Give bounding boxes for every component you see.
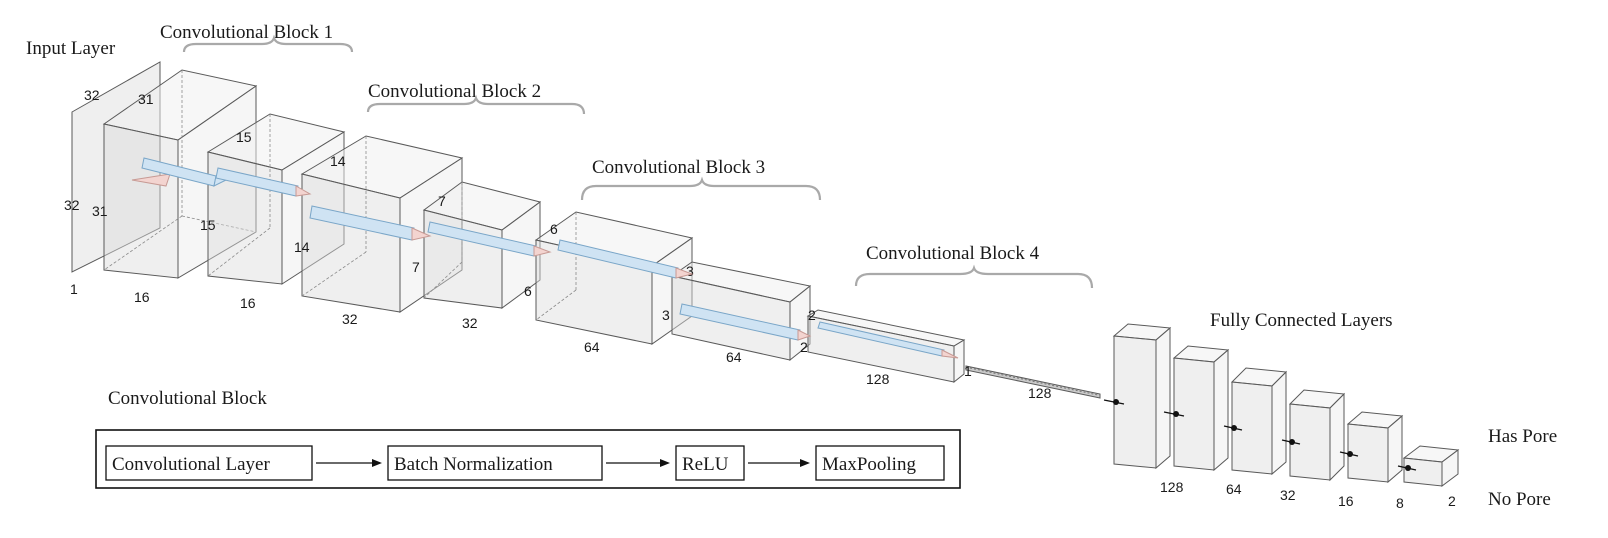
- legend-frame: [95, 429, 961, 489]
- fc-units-0: 128: [1160, 479, 1184, 495]
- block2-brace: [366, 94, 586, 115]
- block1-title: Convolutional Block 1: [160, 22, 333, 43]
- pool3-dim-top: 3: [686, 263, 694, 279]
- legend-step-relu: ReLU: [682, 454, 729, 475]
- kernel-marker-2: [215, 167, 312, 197]
- input-dim-side: 32: [64, 197, 80, 213]
- fc-title: Fully Connected Layers: [1210, 310, 1393, 331]
- conv3-volume: [534, 211, 694, 345]
- pool2-dim-depth: 32: [462, 315, 478, 331]
- legend-arrow-1: [316, 459, 382, 467]
- input-layer-title: Input Layer: [26, 38, 116, 59]
- fc-connector-2: [1223, 425, 1243, 431]
- conv1-dim-top: 31: [138, 91, 154, 107]
- fc-connector-3: [1281, 439, 1301, 445]
- fc-units-2: 32: [1280, 487, 1296, 503]
- conv1-dim-depth: 16: [134, 289, 150, 305]
- legend-step-conv: Convolutional Layer: [112, 454, 270, 475]
- output-no-pore: No Pore: [1488, 489, 1551, 510]
- legend-step-bn-box: [387, 445, 603, 481]
- pool3-dim-depth: 64: [726, 349, 742, 365]
- input-dim-depth: 1: [70, 281, 78, 297]
- conv2-dim-depth: 32: [342, 311, 358, 327]
- pool2-dim-side: 7: [412, 259, 420, 275]
- fc-connector-4: [1339, 451, 1359, 457]
- conv1-dim-side: 31: [92, 203, 108, 219]
- fc-layer-128: [1112, 323, 1172, 470]
- conv2-dim-top: 14: [330, 153, 346, 169]
- pool2-dim-top: 7: [438, 193, 446, 209]
- conv3-dim-side: 6: [524, 283, 532, 299]
- kernel-marker-6: [679, 303, 812, 341]
- conv3-dim-depth: 64: [584, 339, 600, 355]
- legend-arrow-3: [748, 459, 810, 467]
- fc-units-5: 2: [1448, 493, 1456, 509]
- block4-title: Convolutional Block 4: [866, 243, 1040, 264]
- block1-brace: [182, 34, 354, 53]
- legend-step-pool-box: [815, 445, 945, 481]
- input-dim-top: 32: [84, 87, 100, 103]
- conv3-dim-top: 6: [550, 221, 558, 237]
- legend-arrow-2: [606, 459, 670, 467]
- legend-step-relu-box: [675, 445, 745, 481]
- pool1-dim-top: 15: [236, 129, 252, 145]
- pool1-dim-side: 15: [200, 217, 216, 233]
- flatten-dim-side: 1: [964, 363, 972, 379]
- fc-connector-0: [1103, 399, 1125, 405]
- legend-step-conv-box: [105, 445, 313, 481]
- fc-connector-1: [1163, 411, 1185, 417]
- conv4-dim-top: 2: [808, 307, 816, 323]
- block4-brace: [854, 264, 1094, 289]
- conv4-dim-depth: 128: [866, 371, 890, 387]
- kernel-marker-7: [817, 321, 959, 359]
- legend-step-pool: MaxPooling: [822, 454, 916, 475]
- fc-units-4: 8: [1396, 495, 1404, 511]
- flatten-vector: [965, 365, 1101, 399]
- block3-title: Convolutional Block 3: [592, 157, 765, 178]
- output-has-pore: Has Pore: [1488, 426, 1557, 447]
- kernel-marker-5: [557, 239, 694, 279]
- pool1-dim-depth: 16: [240, 295, 256, 311]
- fc-layer-2: [1402, 445, 1460, 487]
- fc-connector-5: [1397, 465, 1417, 471]
- legend-title: Convolutional Block: [108, 388, 267, 409]
- conv2-volume: [300, 135, 464, 313]
- fc-layer-8: [1346, 411, 1404, 484]
- kernel-marker-3: [309, 205, 432, 241]
- kernel-marker-4: [427, 221, 552, 257]
- fc-units-3: 16: [1338, 493, 1354, 509]
- fc-layer-32: [1230, 367, 1288, 476]
- fc-layer-16: [1288, 389, 1346, 482]
- conv2-dim-side: 14: [294, 239, 310, 255]
- fc-layer-64: [1172, 345, 1230, 472]
- fc-units-1: 64: [1226, 481, 1242, 497]
- pool3-dim-side: 3: [662, 307, 670, 323]
- block3-brace: [580, 176, 822, 201]
- kernel-marker-1: [131, 157, 228, 187]
- block2-title: Convolutional Block 2: [368, 81, 541, 102]
- conv4-dim-side: 2: [800, 339, 808, 355]
- legend-step-bn: Batch Normalization: [394, 454, 553, 475]
- flatten-dim-depth: 128: [1028, 385, 1052, 401]
